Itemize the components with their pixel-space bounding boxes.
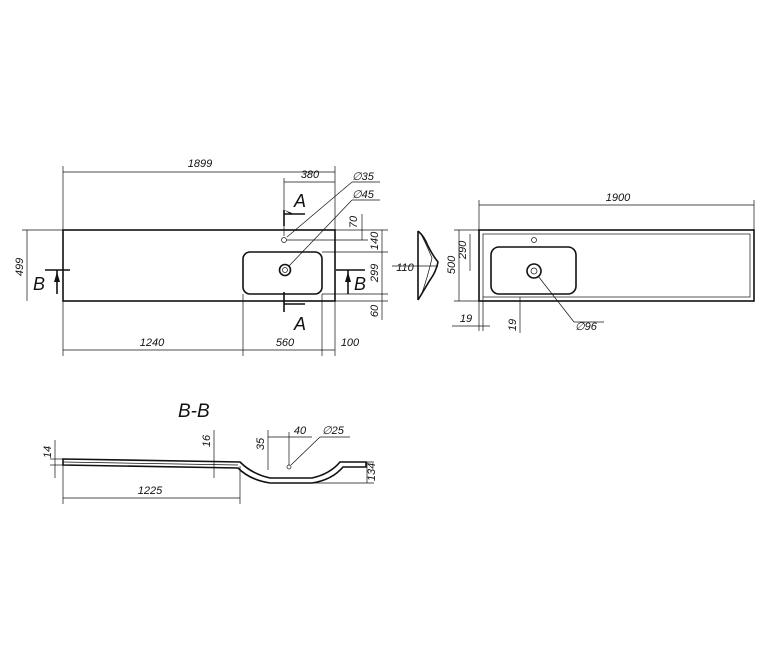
dim-35: 35 xyxy=(255,437,267,450)
section-bb: B-B 14 16 35 40 ∅25 134 1225 xyxy=(42,401,378,504)
dim-19-bottom: 19 xyxy=(507,319,519,331)
dim-19-left: 19 xyxy=(460,313,472,325)
dim-499: 499 xyxy=(14,258,26,276)
dim-380: 380 xyxy=(301,169,320,181)
dim-299: 299 xyxy=(369,264,381,283)
leader-45 xyxy=(288,199,353,267)
section-a-top-arrow xyxy=(284,210,292,215)
dim-1900: 1900 xyxy=(606,192,631,204)
dim-70: 70 xyxy=(348,215,360,228)
profile-inner xyxy=(420,233,433,297)
dim-60: 60 xyxy=(369,304,381,317)
tap-hole xyxy=(281,237,287,243)
section-b-left-arrow xyxy=(54,272,60,282)
right-drain-outer xyxy=(526,263,542,279)
right-inner-border xyxy=(482,233,751,298)
section-a-bottom: A xyxy=(293,314,306,334)
dim-560: 560 xyxy=(276,337,295,349)
drain-96-label: ∅96 xyxy=(575,321,598,333)
drain-outer xyxy=(278,263,292,277)
leader-25 xyxy=(290,436,321,466)
drain-inner xyxy=(282,267,288,273)
dim-1225: 1225 xyxy=(138,485,163,497)
countertop-outline xyxy=(62,229,336,302)
section-slab-inner xyxy=(62,461,239,466)
dim-1240: 1240 xyxy=(140,337,165,349)
dim-40: 40 xyxy=(294,425,307,437)
basin-outline xyxy=(242,251,323,295)
leader-96 xyxy=(537,275,575,323)
section-bb-title: B-B xyxy=(178,401,210,422)
top-view: 1899 380 ∅35 ∅45 A A B B 499 xyxy=(14,158,388,356)
dim-290: 290 xyxy=(457,240,469,260)
dim-110: 110 xyxy=(396,262,414,274)
profile-outline xyxy=(417,230,439,301)
section-b-right-arrow xyxy=(345,272,351,282)
hole-25-label: ∅25 xyxy=(322,425,345,437)
section-b-left: B xyxy=(33,274,45,294)
dim-100: 100 xyxy=(341,337,360,349)
right-countertop xyxy=(478,229,755,302)
dim-1899: 1899 xyxy=(188,158,212,170)
leader-35 xyxy=(286,181,353,238)
right-basin xyxy=(490,246,577,295)
right-tap-hole xyxy=(531,237,537,243)
dim-500: 500 xyxy=(446,255,458,274)
hole-45-label: ∅45 xyxy=(352,189,375,201)
dim-140: 140 xyxy=(369,231,381,250)
side-profile: 110 xyxy=(392,230,439,301)
right-drain-inner xyxy=(530,267,538,275)
right-view: 1900 500 290 19 19 ∅96 xyxy=(446,192,755,333)
dim-14: 14 xyxy=(42,446,54,458)
section-b-right: B xyxy=(354,274,366,294)
dim-134: 134 xyxy=(366,463,378,481)
section-tap-hole xyxy=(286,464,292,470)
hole-35-label: ∅35 xyxy=(352,171,375,183)
section-slab-outline xyxy=(62,458,367,484)
dim-16: 16 xyxy=(201,434,213,447)
section-a-top: A xyxy=(293,191,306,211)
